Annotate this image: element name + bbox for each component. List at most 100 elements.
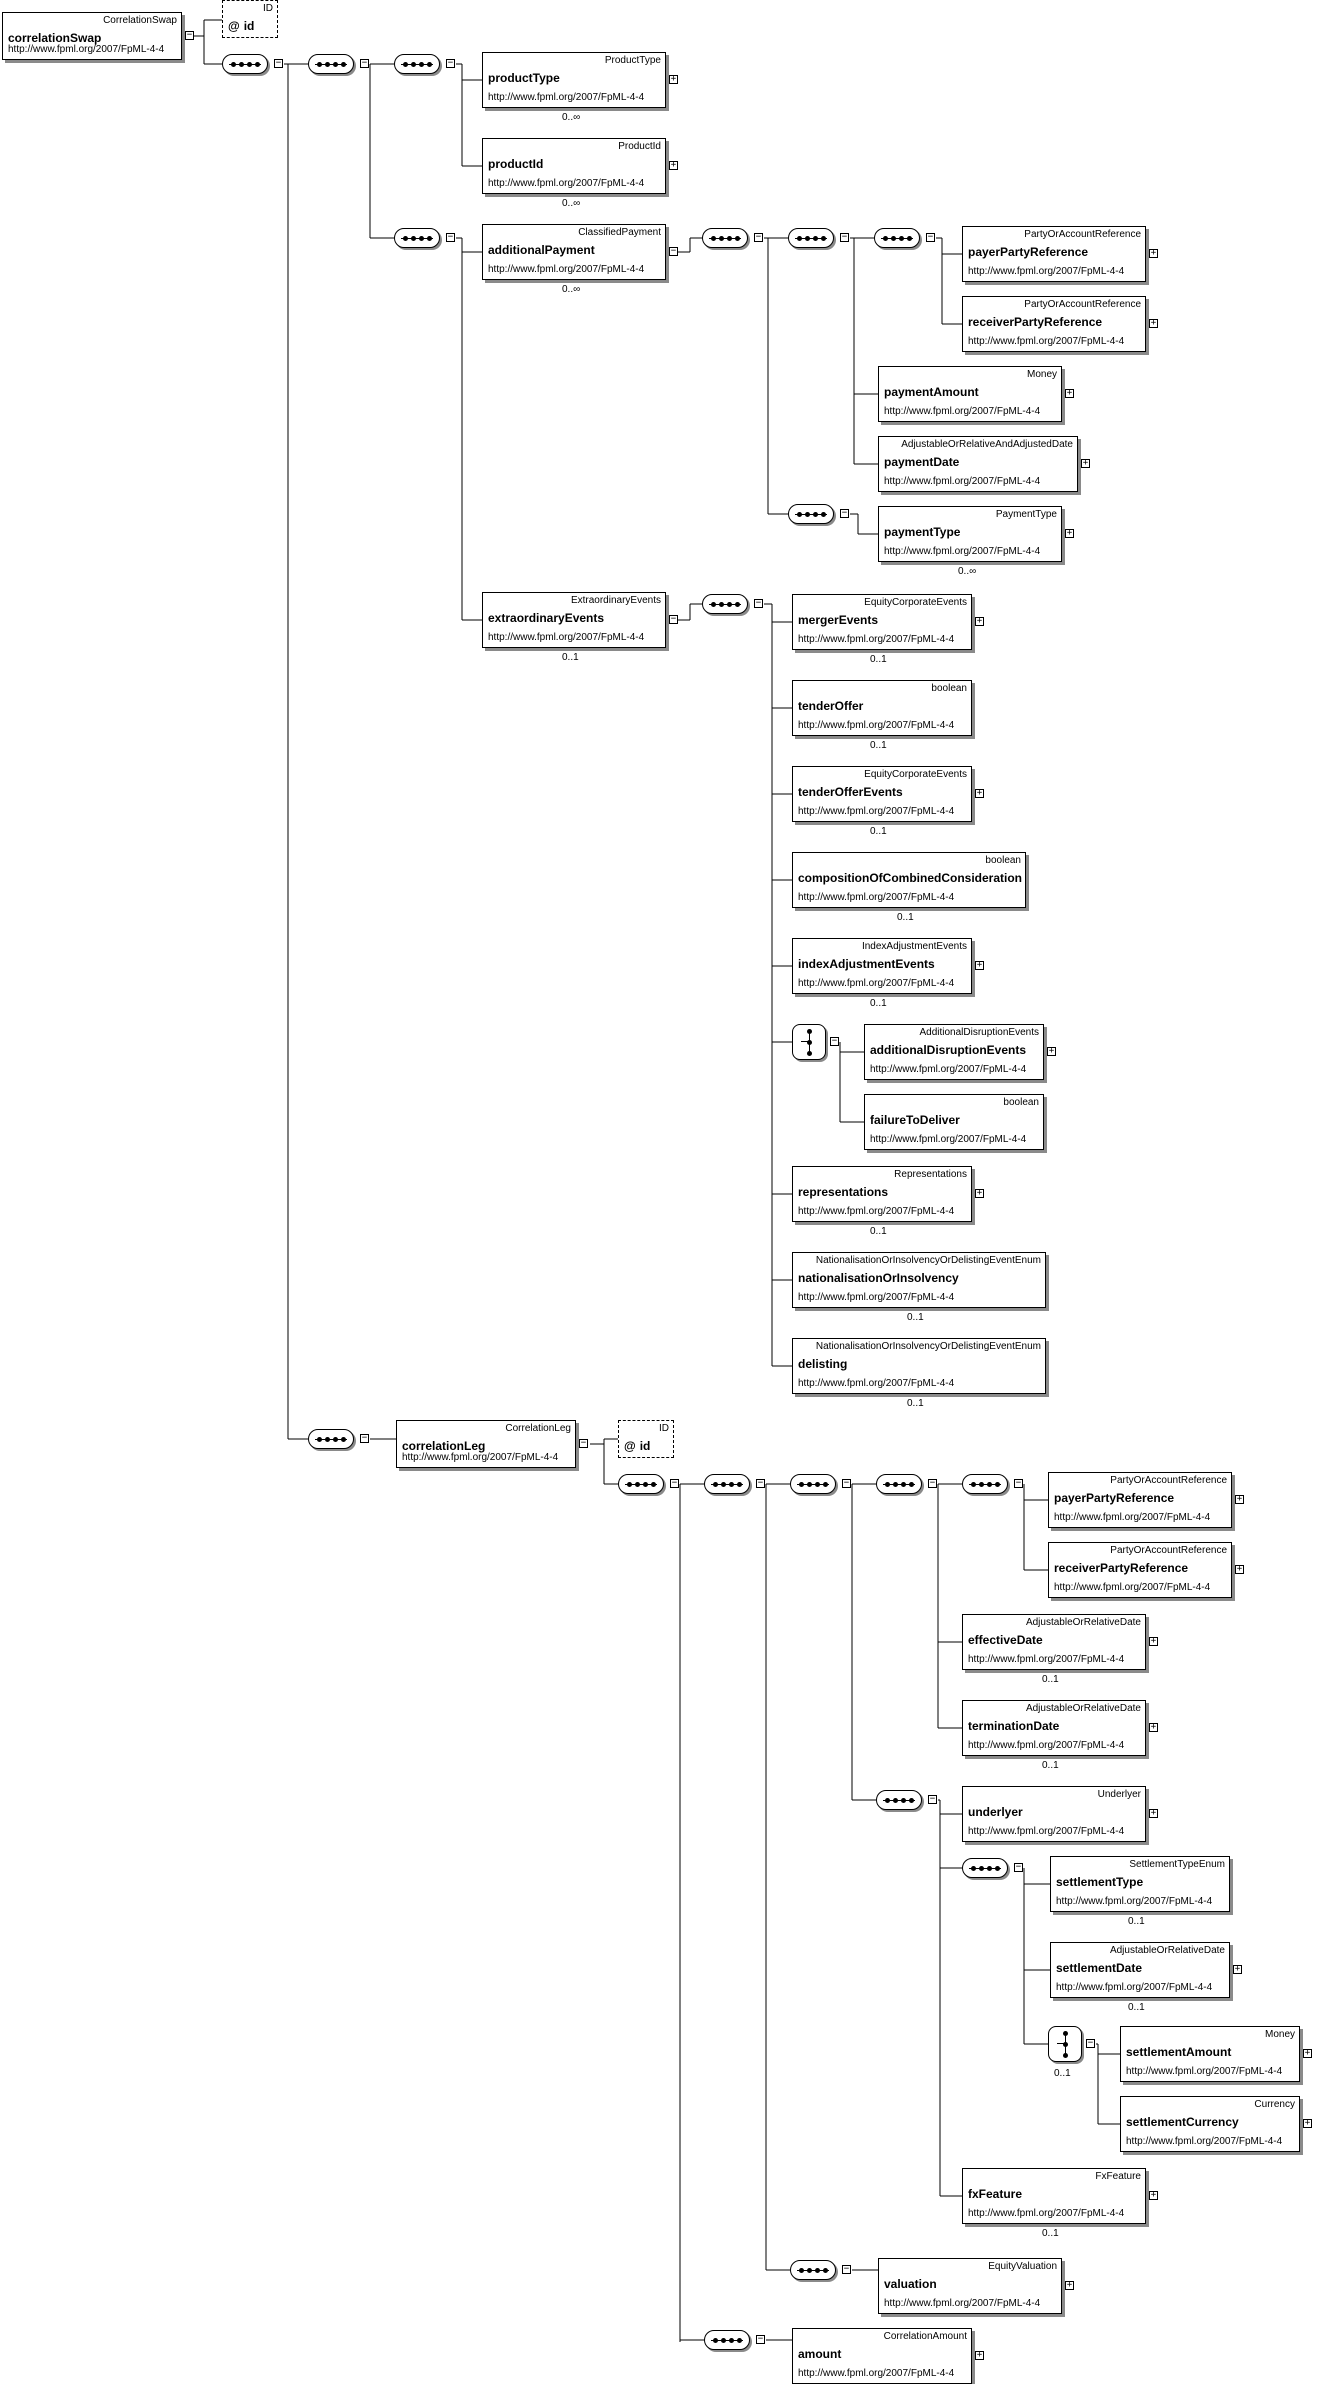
schema-element-delisting[interactable]: NationalisationOrInsolvencyOrDelistingEv… [792, 1338, 1046, 1394]
expand-icon[interactable]: + [1149, 1722, 1158, 1732]
expand-icon[interactable]: + [1235, 1494, 1244, 1504]
collapse-icon[interactable]: − [446, 232, 455, 242]
expand-icon[interactable]: + [1303, 2118, 1312, 2128]
sequence-compositor[interactable] [790, 1474, 836, 1494]
expand-icon[interactable]: + [1065, 528, 1074, 538]
collapse-icon[interactable]: − [1014, 1862, 1023, 1872]
sequence-compositor[interactable] [222, 54, 268, 74]
expand-icon[interactable]: + [1149, 2190, 1158, 2200]
expand-icon[interactable]: + [1047, 1046, 1056, 1056]
collapse-icon[interactable]: − [669, 614, 678, 624]
expand-icon[interactable]: + [1065, 2280, 1074, 2290]
sequence-compositor[interactable] [394, 54, 440, 74]
collapse-icon[interactable]: − [579, 1438, 588, 1448]
attribute-id[interactable]: ID@id [618, 1420, 674, 1458]
schema-element-nationalisationOrInsolvency[interactable]: NationalisationOrInsolvencyOrDelistingEv… [792, 1252, 1046, 1308]
sequence-compositor[interactable] [876, 1790, 922, 1810]
sequence-compositor[interactable] [308, 54, 354, 74]
collapse-icon[interactable]: − [1014, 1478, 1023, 1488]
sequence-compositor[interactable] [394, 228, 440, 248]
sequence-compositor[interactable] [702, 594, 748, 614]
collapse-icon[interactable]: − [928, 1794, 937, 1804]
expand-icon[interactable]: + [1065, 388, 1074, 398]
attribute-id[interactable]: ID@id [222, 0, 278, 38]
expand-icon[interactable]: + [1235, 1564, 1244, 1574]
collapse-icon[interactable]: − [830, 1036, 839, 1046]
expand-icon[interactable]: + [975, 2350, 984, 2360]
sequence-compositor[interactable] [788, 504, 834, 524]
collapse-icon[interactable]: − [446, 58, 455, 68]
expand-icon[interactable]: + [975, 1188, 984, 1198]
sequence-compositor[interactable] [704, 1474, 750, 1494]
collapse-icon[interactable]: − [360, 1433, 369, 1443]
expand-icon[interactable]: + [669, 160, 678, 170]
collapse-icon[interactable]: − [756, 1478, 765, 1488]
expand-icon[interactable]: + [1303, 2048, 1312, 2058]
expand-icon[interactable]: + [1149, 1808, 1158, 1818]
sequence-compositor[interactable] [308, 1429, 354, 1449]
sequence-compositor[interactable] [790, 2260, 836, 2280]
collapse-icon[interactable]: − [842, 1478, 851, 1488]
sequence-compositor[interactable] [962, 1858, 1008, 1878]
expand-icon[interactable]: + [669, 74, 678, 84]
expand-icon[interactable]: + [1149, 318, 1158, 328]
expand-icon[interactable]: + [1233, 1964, 1242, 1974]
sequence-compositor[interactable] [788, 228, 834, 248]
collapse-icon[interactable]: − [1086, 2038, 1095, 2048]
expand-icon[interactable]: + [1081, 458, 1090, 468]
sequence-compositor[interactable] [876, 1474, 922, 1494]
sequence-compositor[interactable] [702, 228, 748, 248]
collapse-icon[interactable]: − [360, 58, 369, 68]
sequence-compositor[interactable] [874, 228, 920, 248]
collapse-icon[interactable]: − [754, 598, 763, 608]
sequence-compositor[interactable] [618, 1474, 664, 1494]
collapse-icon[interactable]: − [670, 1478, 679, 1488]
collapse-icon[interactable]: − [928, 1478, 937, 1488]
collapse-icon[interactable]: − [274, 58, 283, 68]
collapse-icon[interactable]: − [840, 508, 849, 518]
sequence-compositor[interactable] [704, 2330, 750, 2350]
collapse-icon[interactable]: − [754, 232, 763, 242]
choice-compositor[interactable] [1048, 2026, 1082, 2062]
expand-icon[interactable]: + [975, 616, 984, 626]
expand-icon[interactable]: + [1149, 248, 1158, 258]
choice-compositor[interactable] [792, 1024, 826, 1060]
collapse-icon[interactable]: − [840, 232, 849, 242]
expand-icon[interactable]: + [1149, 1636, 1158, 1646]
expand-icon[interactable]: + [975, 960, 984, 970]
sequence-compositor[interactable] [962, 1474, 1008, 1494]
collapse-icon[interactable]: − [756, 2334, 765, 2344]
expand-icon[interactable]: + [975, 788, 984, 798]
collapse-icon[interactable]: − [842, 2264, 851, 2274]
